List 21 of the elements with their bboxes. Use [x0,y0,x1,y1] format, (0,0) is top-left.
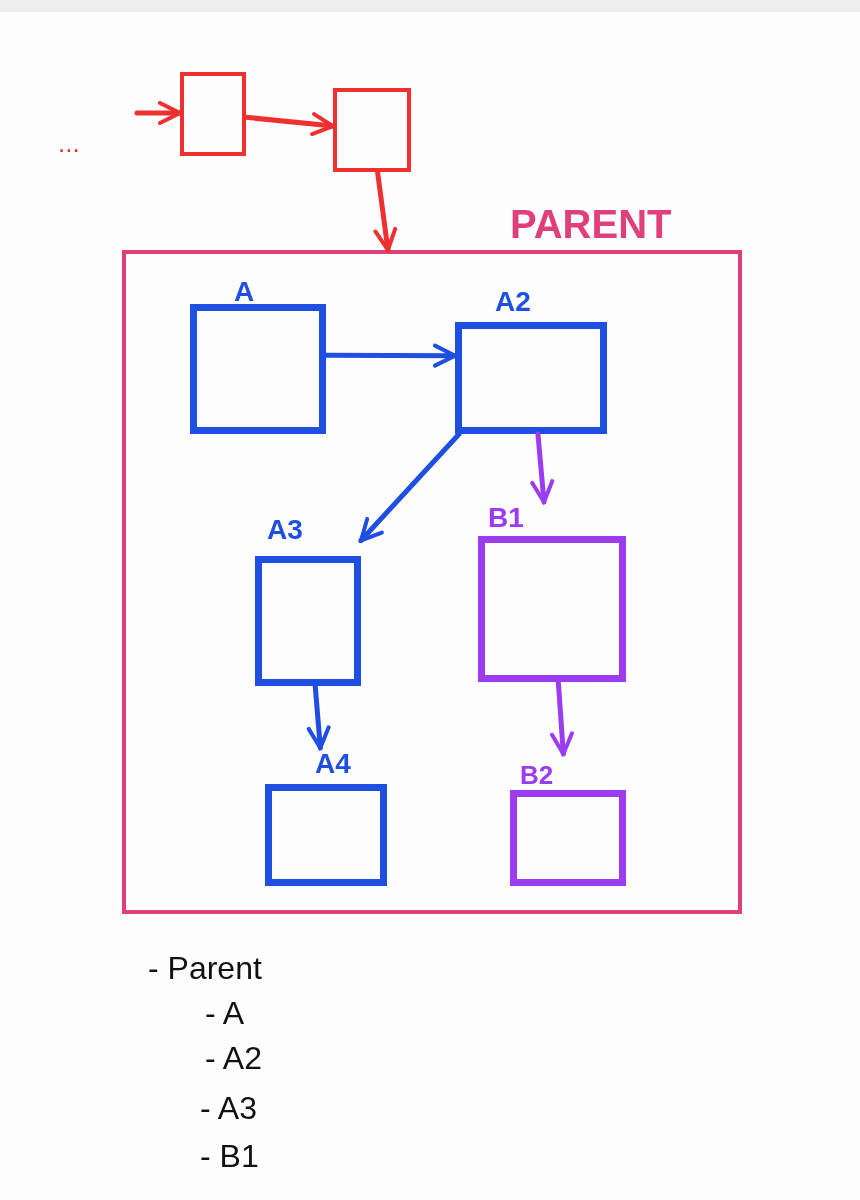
arrow [373,169,398,253]
box-title: A3 [267,514,303,546]
box-title: A4 [315,748,351,780]
arrow [323,343,458,368]
arrow [306,683,331,751]
outline-item: - B1 [200,1138,259,1175]
outline-item: - A [205,995,245,1032]
outline-item: - Parent [148,950,262,987]
arrow [134,101,183,125]
arrow [530,431,555,505]
outline-item: - A3 [200,1090,257,1127]
box-title: B1 [488,502,524,534]
arrow [550,679,574,757]
box-title: A [234,276,255,308]
arrow [358,431,462,543]
arrow [243,112,336,136]
box-title: PARENT [510,202,672,247]
ellipsis-text: ... [58,128,80,159]
box-title: A2 [495,286,531,318]
box-title: B2 [520,760,554,791]
outline-item: - A2 [205,1040,262,1077]
